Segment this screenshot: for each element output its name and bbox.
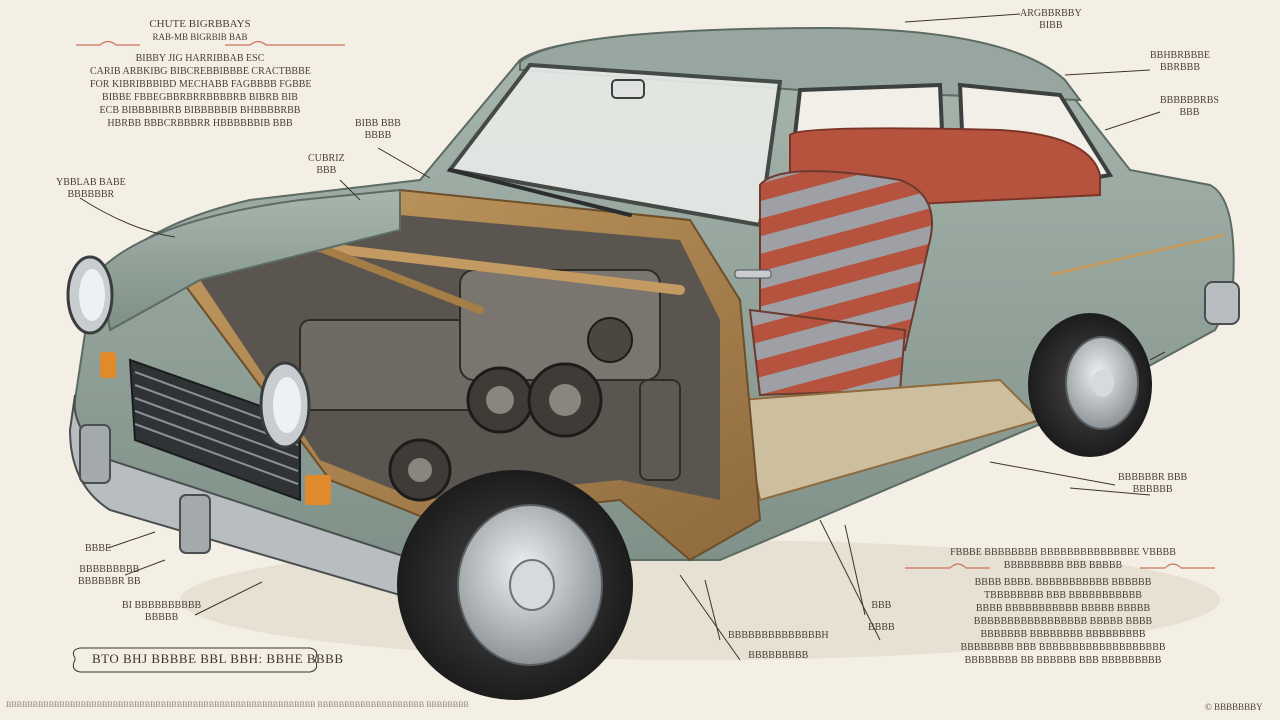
bumper-guard-left xyxy=(79,424,111,484)
block-line: BBBBBBBBBBBBBBBBB BBBBB BBBB xyxy=(973,616,1153,627)
callout-right-lower: BBBBBBR BBB BBBBBB xyxy=(1118,472,1187,496)
callout-bottom-center-2: BBB BBBB xyxy=(868,600,895,634)
callout-mid-top-2: CUBRIZ BBB xyxy=(308,153,345,177)
callout-text: BBBBBBR BB xyxy=(78,576,141,587)
block-line: ECB BIBBBBIBRB BIBBBBBIB BHBBBBRBB xyxy=(99,105,301,116)
callout-text: BBBBB xyxy=(144,612,179,623)
callout-text: CUBRIZ xyxy=(308,153,345,164)
callout-mid-top-1: BIBB BBB BBBB xyxy=(355,118,401,142)
front-wheel xyxy=(397,470,633,700)
block-line: BBBBBBBB BBB BBBBBBBBBBBBBBBBBBB xyxy=(960,642,1166,653)
block-line: BIBBY JIG HARRIBBAB ESC xyxy=(135,53,265,64)
turn-signal-left xyxy=(100,352,116,378)
front-grille xyxy=(128,358,301,502)
block-line: FOR KIBRIBBBIBD MECHABB FAGBBBB FGBBE xyxy=(90,79,312,90)
callout-text: BBBE xyxy=(85,543,112,554)
rear-view-mirror xyxy=(611,79,645,99)
block-line: BBBB BBBB. BBBBBBBBBBB BBBBBB xyxy=(974,577,1152,588)
description-block-top-left: CHUTE BIGRBBAYS RAB-MB BIGRBIB BAB BIBBY… xyxy=(90,18,312,130)
callout-text: BBBBBB xyxy=(1132,484,1173,495)
callout-top-right-1: ARGBBRBBY BIBB xyxy=(1020,8,1082,32)
block-line: BBBBBBBBB BBB BBBBB xyxy=(1003,560,1123,571)
engine-components xyxy=(255,235,685,502)
callout-text: BBBB xyxy=(868,622,895,633)
caption-frame xyxy=(72,647,318,673)
rear-bumper xyxy=(1204,281,1240,325)
block-line: BBBB BBBBBBBBBBB BBBBB BBBBB xyxy=(975,603,1151,614)
callout-top-right-2: BBHBRBBBE BBRBBB xyxy=(1150,50,1210,74)
headlight-left xyxy=(66,255,114,335)
rear-wheel xyxy=(1028,313,1152,457)
block-line: HBRBB BBBCRBBBRR HBBBBBBIB BBB xyxy=(107,118,293,129)
callout-text: BIBB BBB xyxy=(355,118,401,129)
callout-text: ARGBBRBBY xyxy=(1020,8,1082,19)
callout-bottom-left-2: BBBBBBBBB BBBBBBR BB xyxy=(78,564,141,588)
callout-bottom-left-3: BI BBBBBBBBBB BBBBB xyxy=(122,600,201,624)
diagram-caption: BTO BHJ BBBBE BBL BBH: BBHE BBBB xyxy=(92,651,344,666)
callout-text: BIBB xyxy=(1039,20,1063,31)
copyright-mark: © BBBBBBBY xyxy=(1205,702,1263,712)
block-title: CHUTE BIGRBBAYS xyxy=(149,18,251,30)
callout-text: BBHBRBBBE xyxy=(1150,50,1211,61)
block-line: BBBBBBBB BB BBBBBB BBB BBBBBBBBB xyxy=(964,655,1162,666)
callout-text: BBBB xyxy=(364,130,392,141)
callout-top-right-3: BBBBBBRBS BBB xyxy=(1160,95,1219,119)
callout-bottom-left-1: BBBE xyxy=(85,543,111,555)
block-subtitle: RAB-MB BIGRBIB BAB xyxy=(152,32,248,42)
footer-fine-print: BBBBBBBBBBBBBBBBBBBBBBBBBBBBBBBBBBBBBBBB… xyxy=(6,700,469,709)
wiper xyxy=(448,168,632,217)
callout-bottom-center: BBBBBBBBBBBBBBH BBBBBBBBB xyxy=(728,630,829,662)
turn-signal-right xyxy=(305,475,331,505)
bumper-guard-right xyxy=(179,494,211,554)
callout-text: BBRBBB xyxy=(1160,62,1201,73)
callout-text: BBB xyxy=(871,600,892,611)
block-line: CARIB ARBKIBG BIBCREBBIBBBE CRACTBBBE xyxy=(90,66,311,77)
windshield xyxy=(446,62,783,228)
callout-text: YBBLAB BABE xyxy=(56,177,126,188)
callout-text: BBB xyxy=(316,165,337,176)
block-line: BIBBE FBBEGBBRBRRBBBBRB BIBRB BIB xyxy=(102,92,298,103)
door-handle xyxy=(734,269,772,279)
callout-text: BBBBBBBBB xyxy=(748,650,809,661)
callout-text: BBBBBBR BBB xyxy=(1118,472,1188,483)
side-trim xyxy=(1049,233,1226,277)
callout-text: BBBBBBR xyxy=(67,189,115,200)
callout-lines xyxy=(79,13,1166,661)
callout-text: BBBBBBBBBBBBBBH xyxy=(728,630,829,641)
block-line: TBBBBBBBB BBB BBBBBBBBBBB xyxy=(984,590,1142,601)
flourish-top-left xyxy=(76,40,345,46)
callout-text: BBB xyxy=(1179,107,1200,118)
callout-text: BBBBBBRBS xyxy=(1160,95,1219,106)
block-line: FBBBE BBBBBBBB BBBBBBBBBBBBBBE VBBBB xyxy=(950,547,1176,558)
callout-text: BBBBBBBBB xyxy=(79,564,140,575)
front-seat-back xyxy=(759,170,933,352)
flourish-bottom-right xyxy=(905,563,1215,569)
description-block-bottom-right: FBBBE BBBBBBBB BBBBBBBBBBBBBBE VBBBB BBB… xyxy=(948,546,1178,667)
car-roof xyxy=(519,26,1083,102)
front-hood xyxy=(98,188,401,332)
callout-text: BI BBBBBBBBBB xyxy=(122,600,202,611)
headlight-right xyxy=(259,361,311,449)
callout-left-mid: YBBLAB BABE BBBBBBR xyxy=(56,177,126,201)
block-line: BBBBBBB BBBBBBBB BBBBBBBBB xyxy=(980,629,1146,640)
